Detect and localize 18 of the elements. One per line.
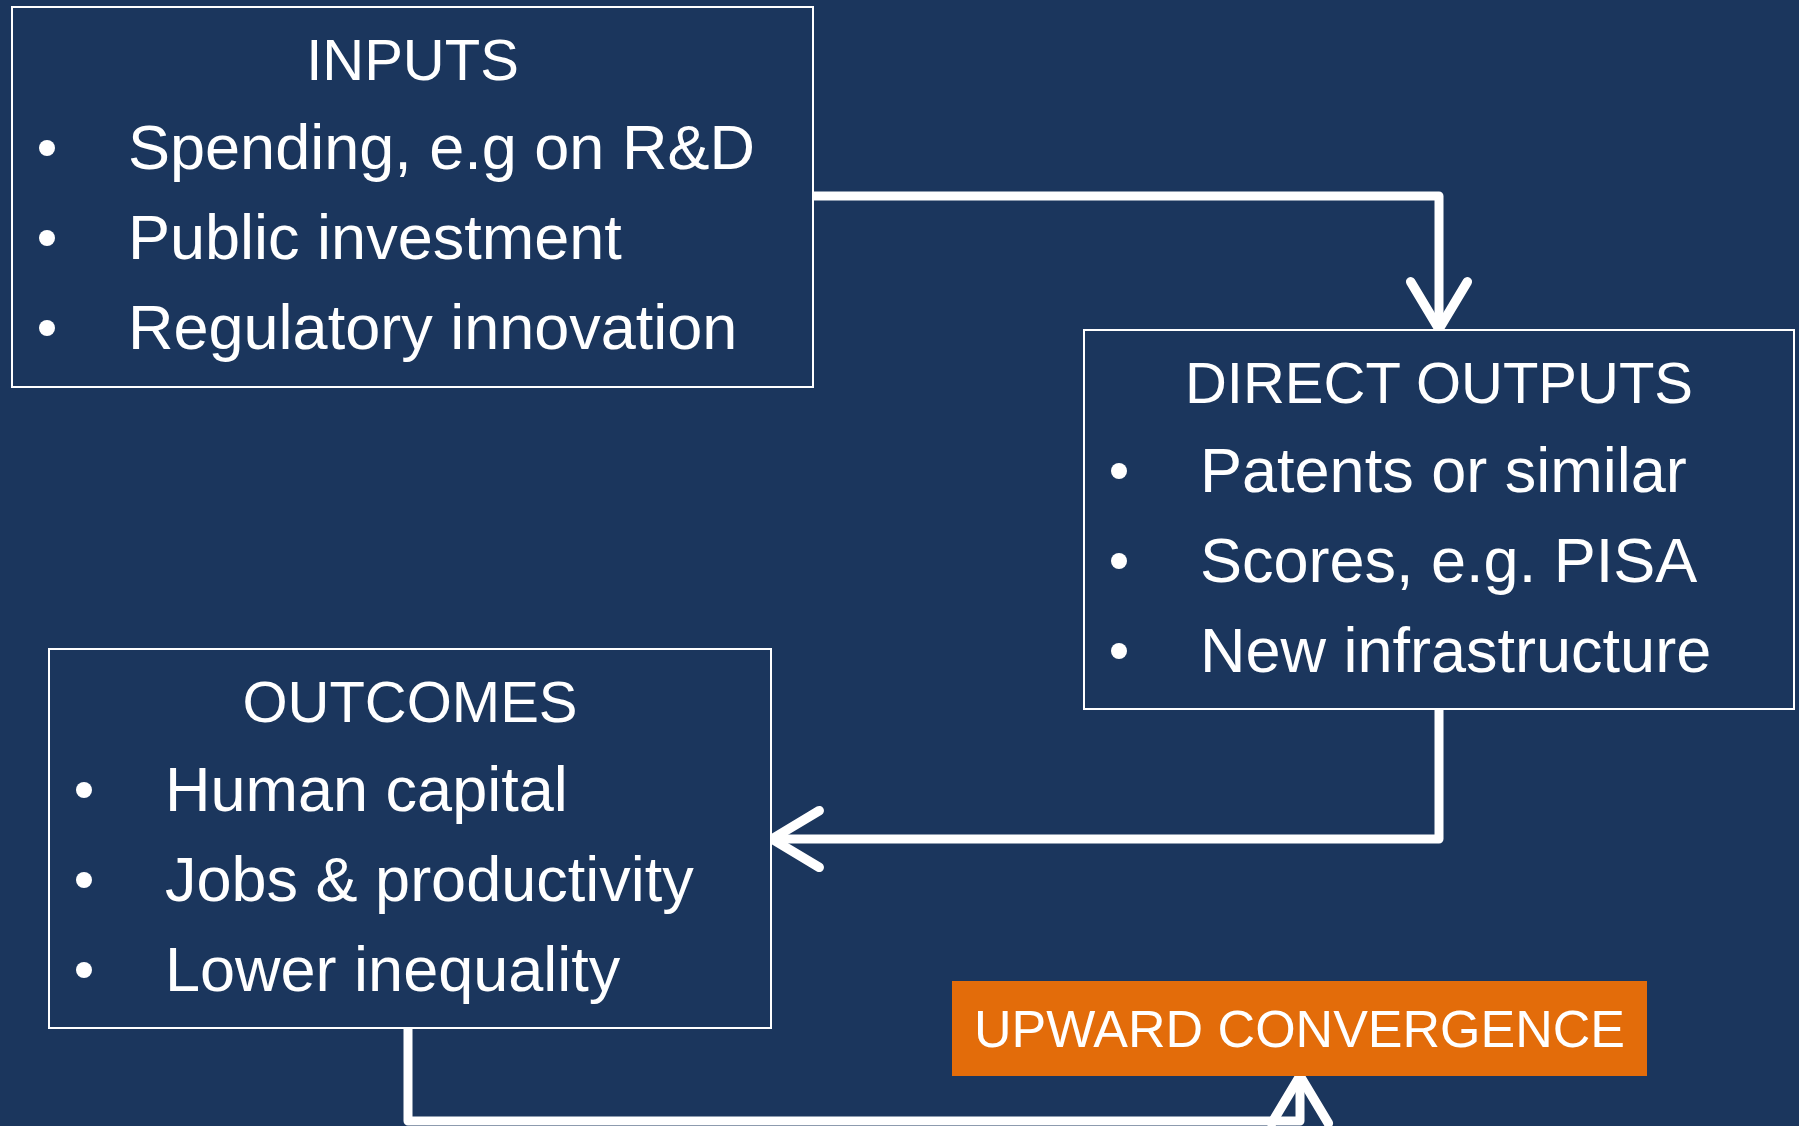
list-item: Public investment [128, 202, 622, 272]
box-title: DIRECT OUTPUTS [1183, 349, 1695, 417]
list-item: Lower inequality [165, 934, 621, 1004]
list-item: Patents or similar [1200, 435, 1687, 505]
list-item: New infrastructure [1200, 615, 1712, 685]
list-item: Jobs & productivity [165, 844, 694, 914]
list-item: Regulatory innovation [128, 292, 738, 362]
category-box [11, 6, 814, 388]
category-box [1083, 329, 1795, 710]
category-box [48, 648, 772, 1029]
flow-arrow [403, 1029, 1334, 1126]
list-item: Human capital [165, 754, 568, 824]
result-box [952, 981, 1647, 1076]
box-title: OUTCOMES [241, 668, 579, 736]
list-item: Spending, e.g on R&D [128, 112, 755, 182]
box-title: INPUTS [305, 26, 520, 94]
box-title: UPWARD CONVERGENCE [974, 998, 1625, 1059]
list-item: Scores, e.g. PISA [1200, 525, 1698, 595]
